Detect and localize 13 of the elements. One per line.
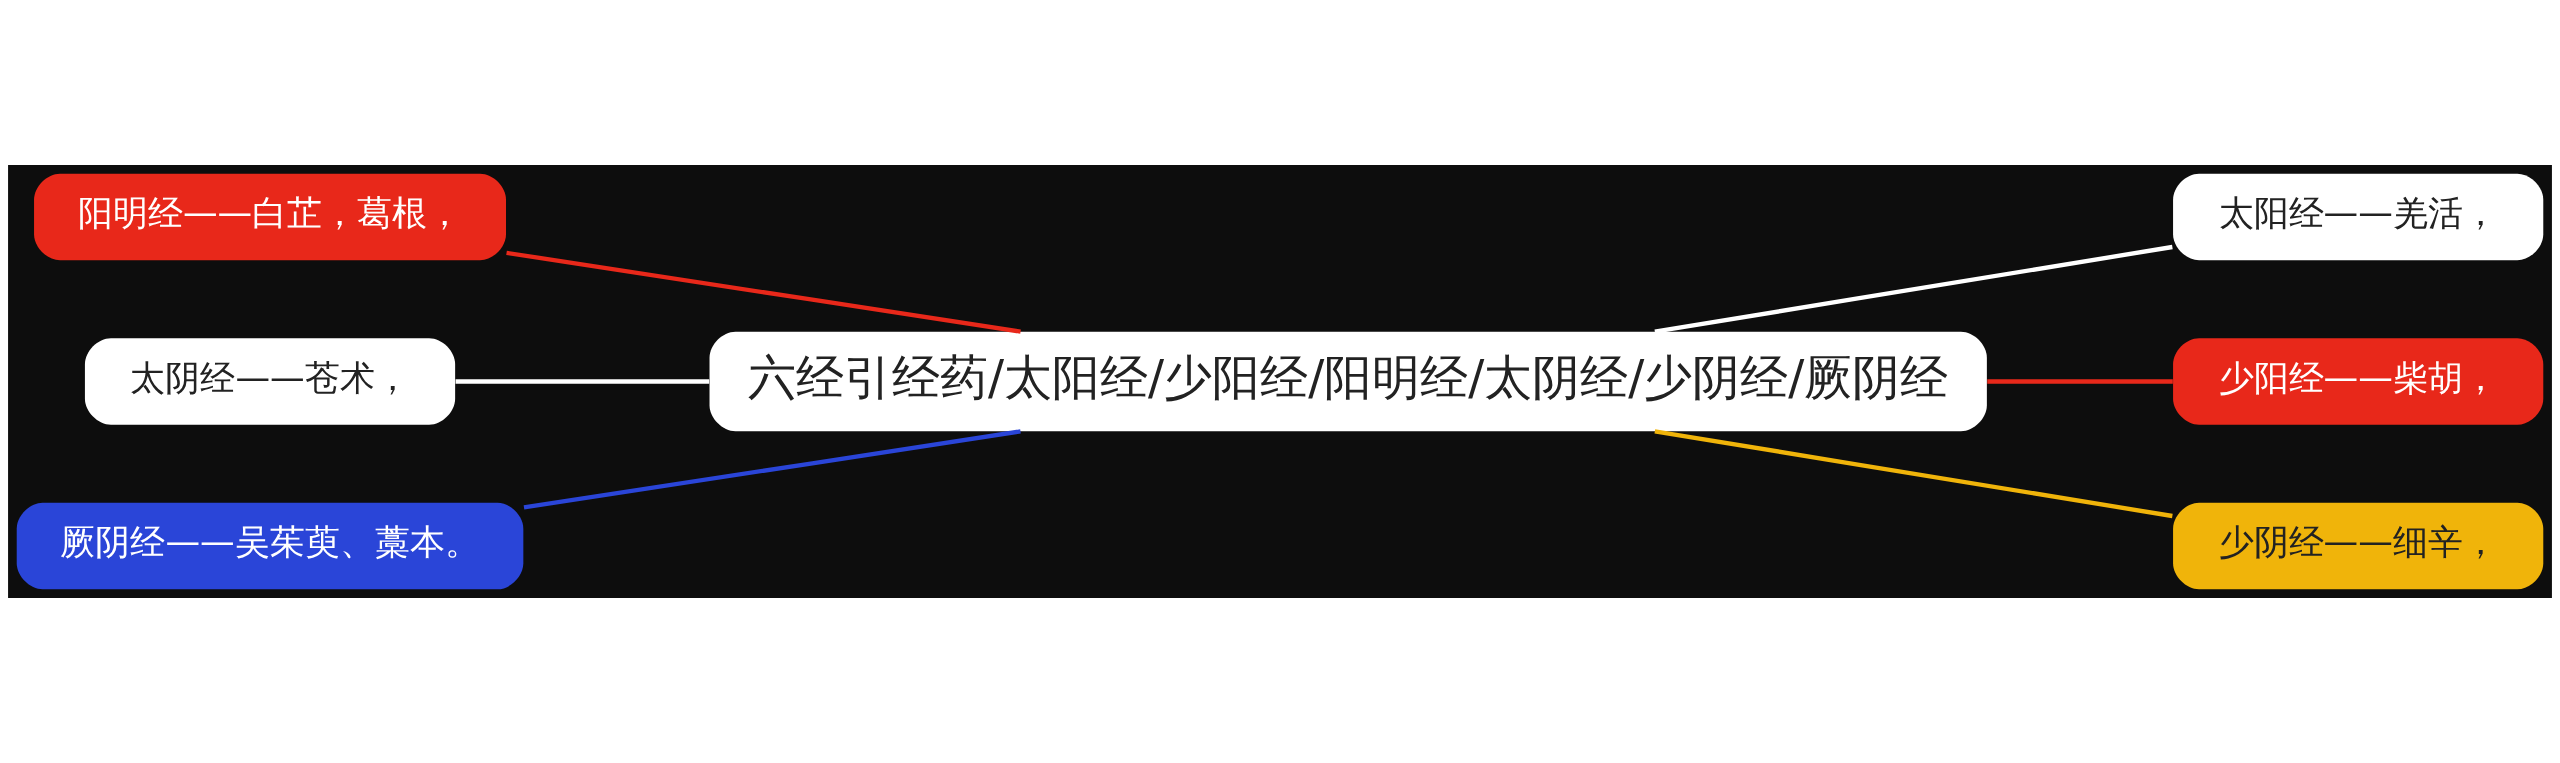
- connector: [1654, 429, 2173, 519]
- connector: [1654, 244, 2173, 334]
- node-box: 太阴经——苍术，: [84, 338, 456, 425]
- connector: [1987, 379, 2173, 384]
- node-box: 阳明经——白芷，葛根，: [34, 173, 506, 261]
- node-box: 少阳经——柴胡，: [2173, 338, 2544, 425]
- connector: [506, 250, 1021, 334]
- node-box: 厥阴经——吴茱萸、藁本。: [16, 502, 524, 590]
- connector: [523, 429, 1021, 510]
- connector: [455, 379, 710, 384]
- node-box: 太阳经——羌活，: [2173, 173, 2544, 261]
- node-box: 六经引经药/太阳经/少阳经/阳明经/太阴经/少阴经/厥阴经: [709, 331, 1987, 432]
- node-box: 少阴经——细辛，: [2173, 502, 2544, 590]
